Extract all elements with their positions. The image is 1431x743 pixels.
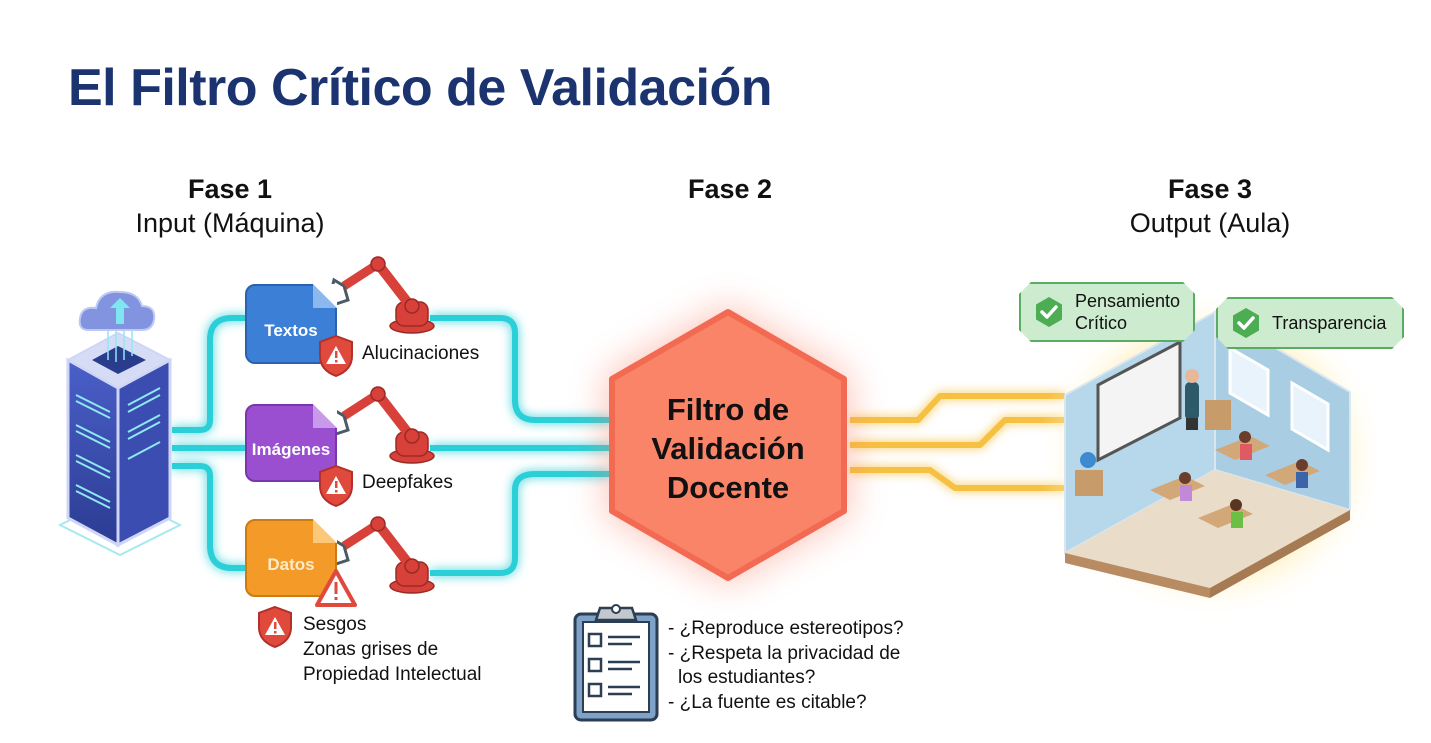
input-label-datos: Datos <box>267 555 315 574</box>
outcome-label: Transparencia <box>1272 313 1387 333</box>
risk-label-alucinaciones: Alucinaciones <box>362 343 480 364</box>
warning-triangle-icon <box>315 569 357 607</box>
phase-3-subtitle: Output (Aula) <box>1129 208 1291 238</box>
input-label-textos: Textos <box>264 321 318 340</box>
phase-3-number: Fase 3 <box>1167 174 1253 204</box>
input-label-imagenes: Imágenes <box>251 440 331 459</box>
phase-2-number: Fase 2 <box>687 174 773 204</box>
warning-shield-icon <box>319 464 353 508</box>
outcome-label: Pensamiento Crítico <box>1075 290 1180 334</box>
robot-arm-icon <box>328 256 435 594</box>
outcome-label-line: Pensamiento <box>1075 291 1181 311</box>
folded-corner-icon <box>313 519 337 543</box>
risk-group-datos: Sesgos Zonas grises de Propiedad Intelec… <box>303 612 482 687</box>
risk-label-deepfakes: Deepfakes <box>362 472 453 493</box>
server-icon <box>57 290 183 557</box>
folded-corner-icon <box>313 284 337 308</box>
classroom-illustration <box>1037 290 1387 620</box>
outcome-badge-transparencia: Transparencia <box>1216 297 1404 349</box>
check-icon <box>1033 296 1065 328</box>
filter-hexagon <box>609 309 847 581</box>
warning-shield-icon <box>319 334 353 378</box>
folded-corner-icon <box>313 404 337 428</box>
output-wires <box>850 393 1065 491</box>
check-icon <box>1230 307 1262 339</box>
validation-checklist: - ¿Reproduce estereotipos? - ¿Respeta la… <box>668 617 904 715</box>
phase-2-header: Fase 2 <box>620 172 840 206</box>
filter-label: Filtro de Validación Docente <box>612 390 844 507</box>
page-title: El Filtro Crítico de Validación <box>68 59 772 117</box>
phase-1-header: Fase 1 Input (Máquina) <box>110 172 350 240</box>
risk-label-zonas-grises: Zonas grises de <box>303 639 439 660</box>
input-card-imagenes: Imágenes <box>245 404 337 482</box>
outcome-badge-pensamiento-critico: Pensamiento Crítico <box>1019 282 1195 342</box>
checklist-item: - ¿La fuente es citable? <box>668 691 867 713</box>
filter-line-2: Validación <box>651 431 805 466</box>
checklist-item: - ¿Respeta la privacidad de <box>668 642 901 664</box>
warning-shield-icon <box>258 605 292 649</box>
phase-3-header: Fase 3 Output (Aula) <box>1090 172 1330 240</box>
filter-line-3: Docente <box>666 470 790 505</box>
outcome-label-line: Crítico <box>1075 313 1128 333</box>
risk-label-propiedad-intelectual: Propiedad Intelectual <box>303 664 482 685</box>
phase-1-number: Fase 1 <box>187 174 273 204</box>
filter-line-1: Filtro de <box>666 392 790 427</box>
checklist-item: - ¿Reproduce estereotipos? <box>668 618 904 639</box>
phase-1-subtitle: Input (Máquina) <box>135 208 325 238</box>
checklist-item: los estudiantes? <box>678 667 816 688</box>
input-wires <box>172 315 610 576</box>
clipboard-checklist-icon <box>573 604 659 722</box>
risk-label-sesgos: Sesgos <box>303 614 367 635</box>
